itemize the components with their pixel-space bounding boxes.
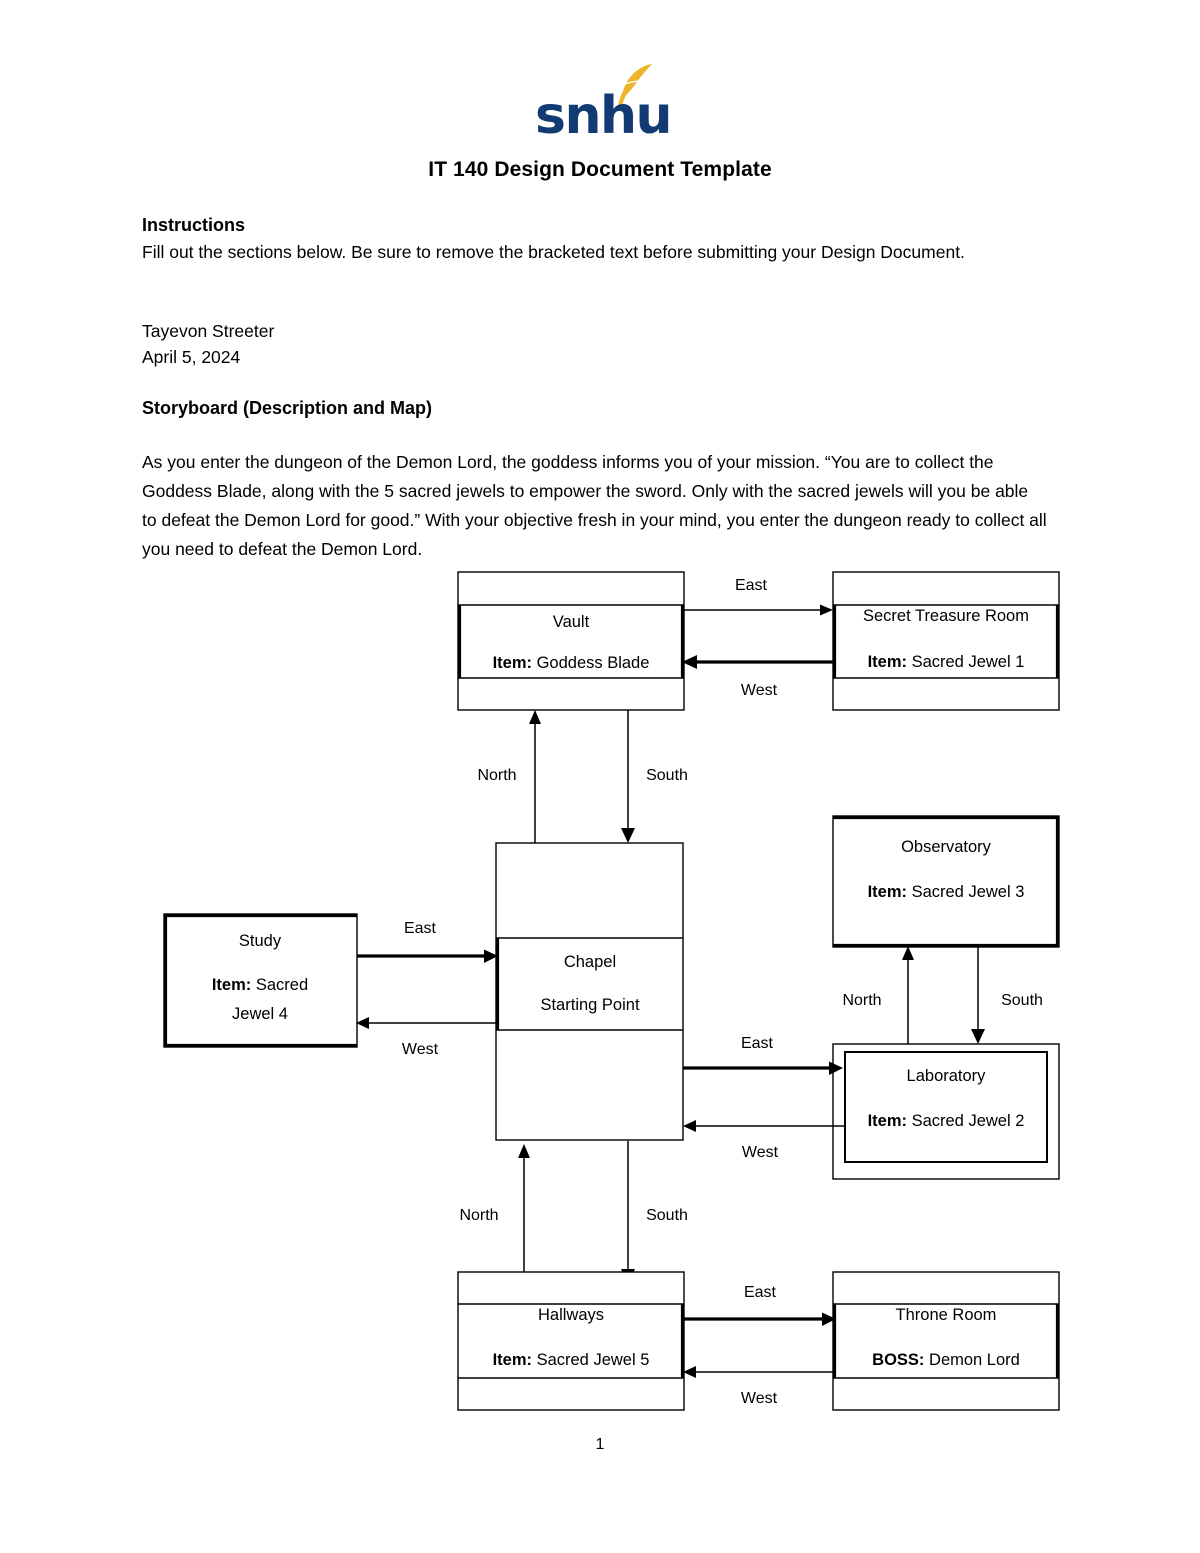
connector-observatory-north: North — [842, 946, 914, 1047]
connector-lab-west: West — [683, 1120, 845, 1161]
author-date: April 5, 2024 — [142, 347, 241, 367]
room-item-observatory: Item: Sacred Jewel 3 — [868, 883, 1025, 901]
dungeon-map-diagram: Vault Item: Goddess Blade Secret Treasur… — [0, 560, 1200, 1430]
snhu-logo: snhu — [0, 62, 1200, 142]
connector-lab-east: East — [683, 1035, 843, 1075]
snhu-wordmark: snhu — [535, 86, 673, 146]
room-box-throne-room: Throne Room BOSS: Demon Lord — [832, 1271, 1060, 1411]
instructions-heading: Instructions — [142, 215, 246, 235]
direction-label-hallways-south: South — [646, 1207, 688, 1224]
room-item-secret-treasure: Item: Sacred Jewel 1 — [868, 653, 1025, 671]
room-box-chapel: Chapel Starting Point — [495, 842, 684, 1141]
room-box-study: Study Item: Sacred Jewel 4 — [163, 913, 358, 1048]
room-name-throne-room: Throne Room — [896, 1306, 997, 1324]
room-box-secret-treasure: Secret Treasure Room Item: Sacred Jewel … — [832, 571, 1060, 711]
connector-hallways-south: South — [621, 1141, 688, 1284]
connector-hallways-north: North — [459, 1144, 530, 1290]
room-item-throne-room: BOSS: Demon Lord — [872, 1351, 1020, 1369]
direction-label-chapel-north: North — [477, 767, 516, 784]
room-name-vault: Vault — [553, 613, 590, 631]
page-number: 1 — [595, 1436, 605, 1453]
room-name-study: Study — [239, 932, 282, 950]
connector-throne-west: West — [683, 1366, 833, 1407]
room-item-hallways: Item: Sacred Jewel 5 — [493, 1351, 650, 1369]
room-box-laboratory: Laboratory Item: Sacred Jewel 2 — [832, 1043, 1060, 1180]
direction-label-study-west: West — [402, 1041, 439, 1058]
room-name-observatory: Observatory — [901, 838, 992, 856]
direction-label-observatory-north: North — [842, 992, 881, 1009]
room-name-hallways: Hallways — [538, 1306, 604, 1324]
direction-label-throne-east: East — [744, 1284, 777, 1301]
room-item-chapel: Starting Point — [540, 996, 639, 1014]
connector-throne-east: East — [684, 1284, 836, 1326]
room-box-observatory: Observatory Item: Sacred Jewel 3 — [832, 815, 1060, 948]
room-item-vault: Item: Goddess Blade — [493, 654, 650, 672]
room-name-secret-treasure: Secret Treasure Room — [863, 607, 1029, 625]
room-box-vault: Vault Item: Goddess Blade — [457, 571, 685, 711]
room-item-laboratory: Item: Sacred Jewel 2 — [868, 1112, 1025, 1130]
direction-label-vault-west: West — [741, 682, 778, 699]
room-item-study-line2: Jewel 4 — [232, 1005, 288, 1023]
direction-label-chapel-south: South — [646, 767, 688, 784]
direction-label-observatory-south: South — [1001, 992, 1043, 1009]
connector-chapel-north: North — [477, 710, 541, 848]
direction-label-lab-west: West — [742, 1144, 779, 1161]
connector-study-east: East — [357, 920, 498, 963]
direction-label-throne-west: West — [741, 1390, 778, 1407]
feather-icon — [611, 62, 655, 114]
storyboard-heading: Storyboard (Description and Map) — [142, 398, 433, 418]
connector-chapel-south: South — [621, 710, 688, 843]
connector-observatory-south: South — [971, 947, 1043, 1044]
connector-vault-east: East — [684, 577, 833, 616]
instructions-body: Fill out the sections below. Be sure to … — [142, 242, 965, 262]
direction-label-study-east: East — [404, 920, 437, 937]
room-item-study-line1: Item: Sacred — [212, 976, 308, 994]
storyboard-body: As you enter the dungeon of the Demon Lo… — [142, 452, 1047, 559]
page-title: IT 140 Design Document Template — [428, 158, 772, 181]
direction-label-vault-east: East — [735, 577, 768, 594]
connector-vault-west: West — [682, 655, 833, 699]
direction-label-hallways-north: North — [459, 1207, 498, 1224]
room-name-chapel: Chapel — [564, 953, 616, 971]
room-box-hallways: Hallways Item: Sacred Jewel 5 — [457, 1271, 685, 1411]
author-name: Tayevon Streeter — [142, 321, 275, 341]
connector-study-west: West — [356, 1017, 497, 1058]
room-name-laboratory: Laboratory — [907, 1067, 987, 1085]
direction-label-lab-east: East — [741, 1035, 774, 1052]
